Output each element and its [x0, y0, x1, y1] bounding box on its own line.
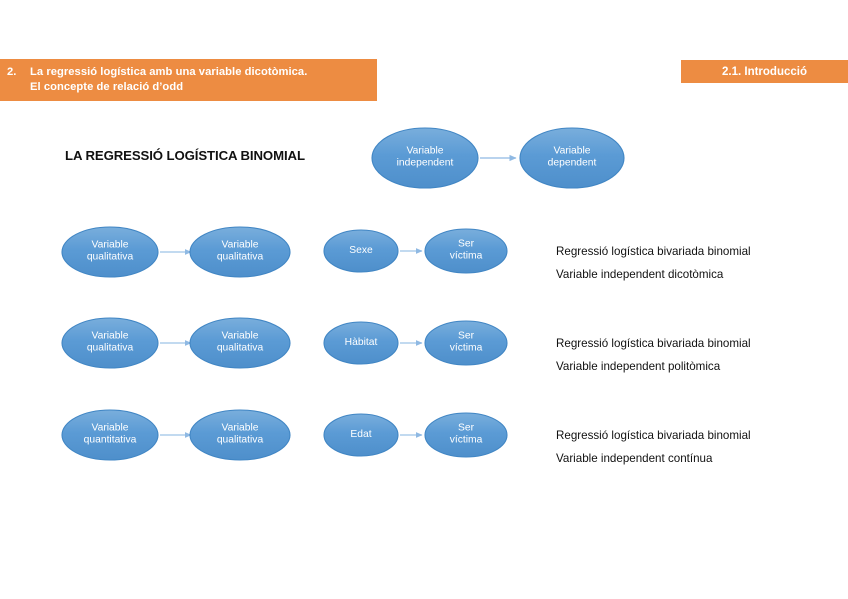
slide-title-line-2: El concepte de relació d’odd — [30, 81, 184, 93]
row-1-example-to-label: Ser víctima — [449, 238, 483, 262]
row-1-generic-to-node — [189, 226, 291, 278]
row-1-annotation-line-2: Variable independent dicotòmica — [556, 267, 724, 281]
row-2-generic-from-node — [61, 317, 159, 369]
row-1-generic-to-label: Variable qualitativa — [216, 239, 264, 263]
row-2-annotation-line-1: Regressió logística bivariada binomial — [556, 337, 751, 350]
row-3-example-to-node — [424, 412, 508, 458]
row-1-generic-from-label: Variable qualitativa — [86, 239, 134, 263]
row-2-generic-to-node — [189, 317, 291, 369]
row-1-annotation-line-1: Regressió logística bivariada binomial — [556, 245, 751, 258]
diagram-row-2 — [61, 317, 508, 369]
diagram-top-row — [371, 127, 625, 189]
slide-title-line-1: 2. La regressió logística amb una variab… — [7, 65, 371, 80]
row-2-example-from-label: Hàbitat — [344, 336, 378, 348]
row-1-example-to-node — [424, 228, 508, 274]
row-2-annotation: Regressió logística bivariada binomial V… — [556, 333, 751, 378]
node-variable-independent — [371, 127, 479, 189]
node-label-variable-independent: Variable independent — [396, 145, 454, 169]
row-2-generic-to-label: Variable qualitativa — [216, 330, 264, 354]
row-3-example-from-node — [323, 413, 399, 457]
row-3-generic-from-label: Variable quantitativa — [83, 422, 137, 446]
row-2-generic-from-label: Variable qualitativa — [86, 330, 134, 354]
slide-title-text: La regressió logística amb una variable … — [30, 66, 308, 78]
row-3-example-to-label: Ser víctima — [449, 422, 483, 446]
slide-title-number: 2. — [7, 66, 17, 78]
row-2-annotation-line-2: Variable independent politòmica — [556, 359, 721, 373]
node-variable-dependent — [519, 127, 625, 189]
row-3-annotation-line-1: Regressió logística bivariada binomial — [556, 429, 751, 442]
node-label-variable-dependent: Variable dependent — [547, 145, 597, 169]
row-2-example-from-node — [323, 321, 399, 365]
row-3-generic-to-node — [189, 409, 291, 461]
row-3-generic-to-label: Variable qualitativa — [216, 422, 264, 446]
row-1-example-from-label: Sexe — [349, 244, 373, 256]
slide-title-bar: 2. La regressió logística amb una variab… — [0, 59, 377, 101]
row-1-generic-from-node — [61, 226, 159, 278]
row-2-example-to-node — [424, 320, 508, 366]
page-title: LA REGRESSIÓ LOGÍSTICA BINOMIAL — [65, 148, 305, 163]
diagram-row-3 — [61, 409, 508, 461]
row-3-example-from-label: Edat — [350, 428, 372, 440]
row-3-annotation-line-2: Variable independent contínua — [556, 451, 713, 465]
row-1-example-from-node — [323, 229, 399, 273]
section-badge-label: 2.1. Introducció — [722, 65, 807, 78]
row-3-generic-from-node — [61, 409, 159, 461]
diagram-row-1 — [61, 226, 508, 278]
row-3-annotation: Regressió logística bivariada binomial V… — [556, 425, 751, 470]
row-1-annotation: Regressió logística bivariada binomial V… — [556, 241, 751, 286]
section-badge: 2.1. Introducció — [681, 60, 848, 83]
row-2-example-to-label: Ser víctima — [449, 330, 483, 354]
